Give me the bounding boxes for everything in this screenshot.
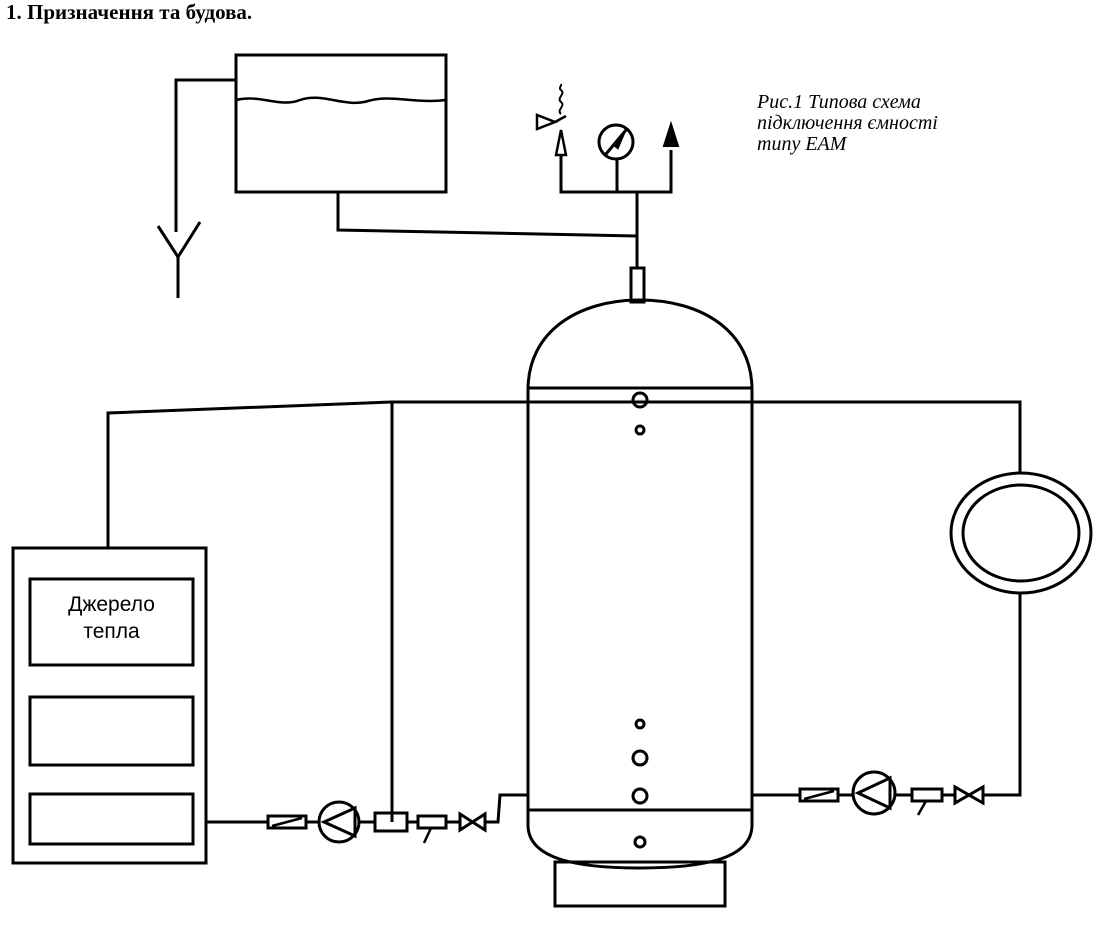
caption-line-2: підключення ємності <box>757 112 938 134</box>
supply-line <box>106 400 1022 548</box>
expansion-pipe <box>336 192 638 238</box>
check-valve-icon <box>910 787 944 816</box>
figure-caption: Рис.1 Типова схема підключення ємності т… <box>757 92 938 155</box>
circulation-pump-icon <box>317 800 361 844</box>
radiator-icon <box>949 471 1093 595</box>
drain-funnel-icon <box>156 78 236 298</box>
caption-line-3: типу ЕАМ <box>757 133 847 155</box>
circulation-pump-icon <box>851 770 897 816</box>
shutoff-valve-icon <box>458 811 487 833</box>
shutoff-valve-icon <box>953 784 985 806</box>
boiler-icon <box>11 546 208 865</box>
heat-source-label-line-1: Джерело <box>68 593 155 616</box>
check-valve-icon <box>798 787 840 803</box>
storage-tank-icon <box>526 298 754 908</box>
heat-source-label: Джерело тепла <box>30 591 193 645</box>
check-valve-icon <box>266 814 308 830</box>
caption-line-1: Рис.1 Типова схема <box>757 91 921 113</box>
expansion-tank-icon <box>234 53 448 194</box>
pressure-gauge-icon <box>597 123 635 161</box>
top-nozzle <box>629 266 646 304</box>
section-heading: 1. Призначення та будова. <box>6 0 253 24</box>
safety-valve-icon <box>535 83 568 157</box>
heat-source-label-line-2: тепла <box>83 620 140 643</box>
check-valve-icon <box>416 814 448 844</box>
air-vent-arrow-icon <box>662 120 680 147</box>
